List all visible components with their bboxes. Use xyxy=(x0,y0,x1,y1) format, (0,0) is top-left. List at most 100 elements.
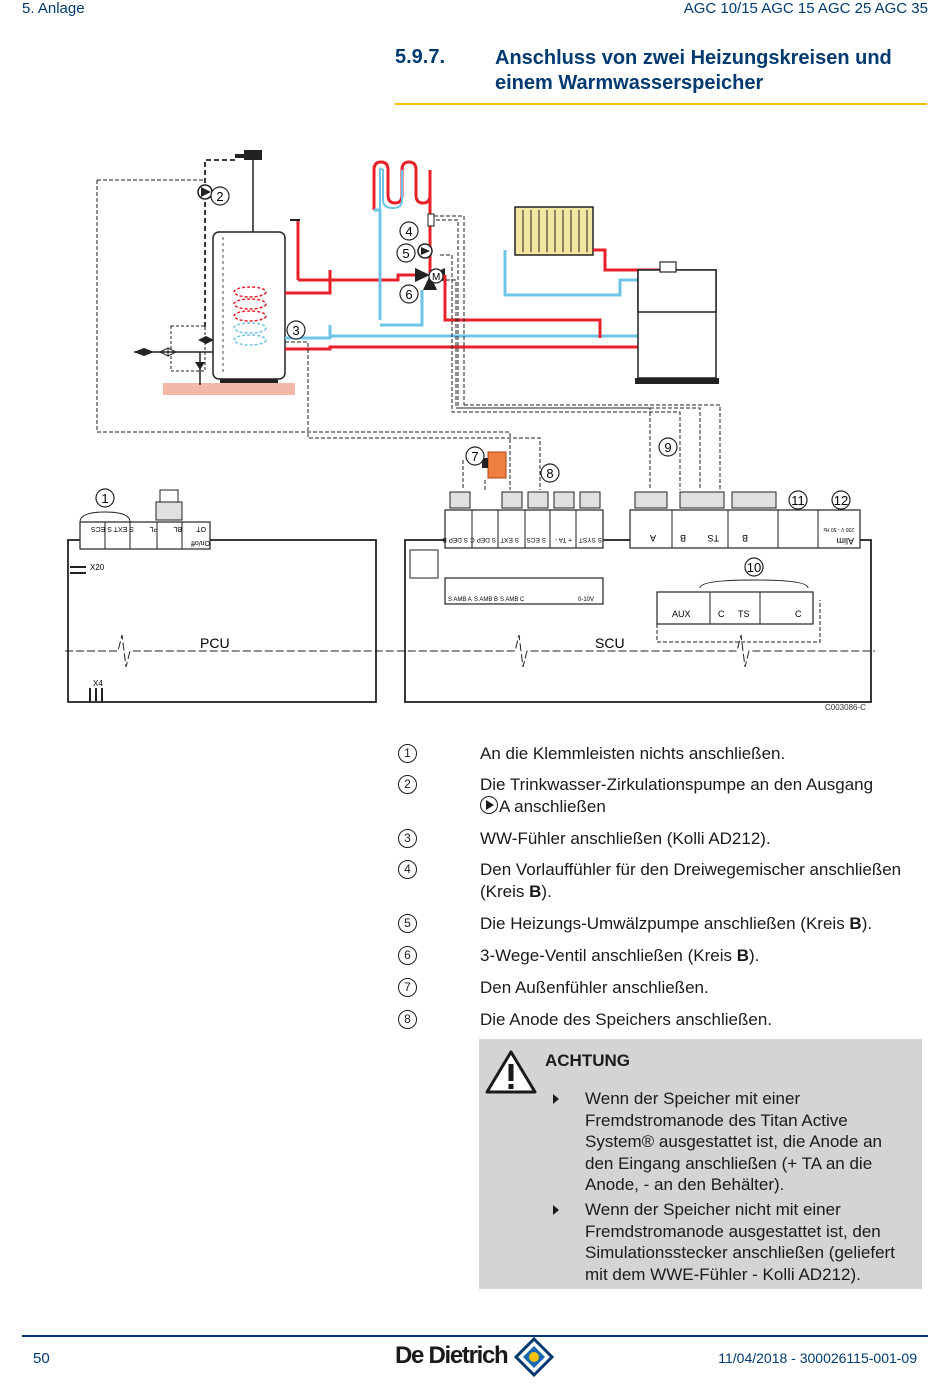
legend-bold: B xyxy=(849,914,862,933)
callout-6: 6 xyxy=(405,287,412,302)
callout-11: 11 xyxy=(791,493,805,508)
legend-text: Die Anode des Speichers anschließen. xyxy=(480,1010,773,1029)
title-rule xyxy=(395,103,927,105)
scu-input-ta: + TA - xyxy=(555,536,572,543)
callout-9: 9 xyxy=(664,440,671,455)
pcu-terminal-pl: PL xyxy=(149,525,158,532)
warning-title: ACHTUNG xyxy=(545,1051,630,1070)
legend-text: WW-Fühler anschließen (Kolli AD212). xyxy=(480,829,771,848)
callout-12: 12 xyxy=(834,493,848,508)
legend-bold: B xyxy=(529,882,542,901)
floor xyxy=(163,383,295,395)
document-reference: 11/04/2018 - 300026115-001-09 xyxy=(718,1350,917,1366)
page-number: 50 xyxy=(33,1350,50,1367)
legend-text-line1: 3-Wege-Ventil anschließen (Kreis xyxy=(480,946,737,965)
legend-num: 8 xyxy=(398,1010,417,1029)
legend-text-line2: A anschließen xyxy=(499,797,606,816)
water-tank xyxy=(212,231,286,380)
aux-output-c2: C xyxy=(795,609,802,619)
legend-text: Den Außenfühler anschließen. xyxy=(480,978,709,997)
callout-5: 5 xyxy=(402,246,409,261)
callout-4: 4 xyxy=(405,224,412,239)
warning-line: den Eingang anschließen (+ TA an die xyxy=(585,1153,873,1173)
legend-num: 3 xyxy=(398,829,417,848)
callout-3: 3 xyxy=(292,323,299,338)
aux-output-c: C xyxy=(718,609,725,619)
scu-label: SCU xyxy=(595,635,625,651)
scu-lower-010v: 0-10V xyxy=(578,597,594,603)
scu-input-sdepc: S DEP C xyxy=(470,536,496,543)
legend-num: 7 xyxy=(398,978,417,997)
legend-text: Die Heizungs-Umwälzpumpe anschließen (Kr… xyxy=(480,913,925,935)
warning-line: mit dem WWE-Fühler - Kolli AD212). xyxy=(585,1264,861,1284)
callout-1: 1 xyxy=(101,491,108,506)
pcu-onoff: On/off xyxy=(191,539,210,546)
scu-input-secs: S ECS xyxy=(526,536,546,543)
scu-output-b2: B xyxy=(742,533,748,543)
scu-input-sext: S EXT xyxy=(500,536,519,543)
callout-2: 2 xyxy=(216,189,223,204)
section-title: Anschluss von zwei Heizungskreisen und e… xyxy=(495,47,892,94)
wiring-diagram: M 2 3 4 5 6 7 8 xyxy=(65,150,875,703)
callout-10: 10 xyxy=(747,560,761,575)
motor-label: M xyxy=(432,272,440,283)
tank-coil xyxy=(233,286,267,322)
figure-code: C003086-C xyxy=(825,703,866,712)
warning-line: Wenn der Speicher nicht mit einer xyxy=(585,1200,841,1219)
warning-line: Anode, - an den Behälter). xyxy=(585,1175,785,1194)
pcu-x20: X20 xyxy=(90,563,105,572)
pcu-board xyxy=(67,539,377,703)
warning-line: Wenn der Speicher mit einer xyxy=(585,1089,801,1108)
bullet-arrow-icon xyxy=(553,1094,559,1104)
aux-output-ts: TS xyxy=(738,609,750,619)
warning-icon xyxy=(485,1050,537,1094)
legend-bold: B xyxy=(736,946,749,965)
pcu-terminal-ot: OT xyxy=(196,525,206,532)
legend-num: 1 xyxy=(398,744,417,763)
legend-text-line1: Die Heizungs-Umwälzpumpe anschließen (Kr… xyxy=(480,914,850,933)
legend-text: Den Vorlauffühler für den Dreiwegemische… xyxy=(480,859,925,903)
aux-output-aux: AUX xyxy=(672,609,691,619)
warning-line: Fremdstromanode des Titan Active xyxy=(585,1110,848,1130)
legend-num: 4 xyxy=(398,860,417,879)
pcu-terminal-secs: S ECS xyxy=(91,525,112,532)
scu-input-ssyst: S SYST xyxy=(579,536,602,543)
scu-output-alim: Alim xyxy=(837,536,855,546)
scu-output-a: A xyxy=(650,533,656,543)
legend-text: Die Trinkwasser-Zirkulationspumpe an den… xyxy=(480,774,925,818)
brand-logo-icon xyxy=(514,1337,554,1377)
legend-text: 3-Wege-Ventil anschließen (Kreis B). xyxy=(480,945,925,967)
pcu-terminal-labels: OT BL PL S EXT S ECS On/off xyxy=(91,525,210,546)
legend-num: 6 xyxy=(398,946,417,965)
legend-text-line1: Den Vorlauffühler für den Dreiwegemische… xyxy=(480,860,902,879)
callout-7: 7 xyxy=(471,449,478,464)
pcu-terminal-sext: S EXT xyxy=(113,525,134,532)
brand-name: De Dietrich xyxy=(395,1342,509,1369)
warning-bullet-1: Wenn der Speicher mit einer Fremdstroman… xyxy=(585,1088,910,1196)
legend-text-line1: Die Trinkwasser-Zirkulationspumpe an den… xyxy=(480,775,874,794)
header-models: AGC 10/15 AGC 15 AGC 25 AGC 35 xyxy=(683,0,928,17)
footer-rule xyxy=(22,1335,928,1337)
output-play-icon xyxy=(480,796,498,814)
warning-box: ACHTUNG Wenn der Speicher mit einer Frem… xyxy=(479,1039,922,1289)
header-section: 5. Anlage xyxy=(22,0,85,17)
scu-output-ts: TS xyxy=(707,533,719,543)
section-number: 5.9.7. xyxy=(395,46,446,68)
warning-line: System® ausgestattet ist, die Anode an xyxy=(585,1132,882,1151)
legend-text: An die Klemmleisten nichts anschließen. xyxy=(480,744,786,763)
warning-bullet-2: Wenn der Speicher nicht mit einer Fremds… xyxy=(585,1199,910,1285)
radiator xyxy=(514,206,594,256)
scu-output-b: B xyxy=(680,533,686,543)
legend-num: 5 xyxy=(398,914,417,933)
legend-text-end: ). xyxy=(541,882,552,901)
warning-line: Simulationsstecker anschließen (geliefer… xyxy=(585,1243,895,1262)
scu-lower-sambc: S AMB C xyxy=(500,597,525,603)
pcu-x4: X4 xyxy=(93,679,103,688)
legend-text-line2: (Kreis xyxy=(480,882,530,901)
warning-line: Fremdstromanode ausgestattet ist, den xyxy=(585,1221,881,1241)
scu-lower-sambb: S AMB B xyxy=(474,597,498,603)
legend-text-end: ). xyxy=(748,946,760,965)
legend-text-end: ). xyxy=(861,914,873,933)
scu-input-sdepb: S DEP B xyxy=(442,536,468,543)
pcu-label: PCU xyxy=(200,635,230,651)
